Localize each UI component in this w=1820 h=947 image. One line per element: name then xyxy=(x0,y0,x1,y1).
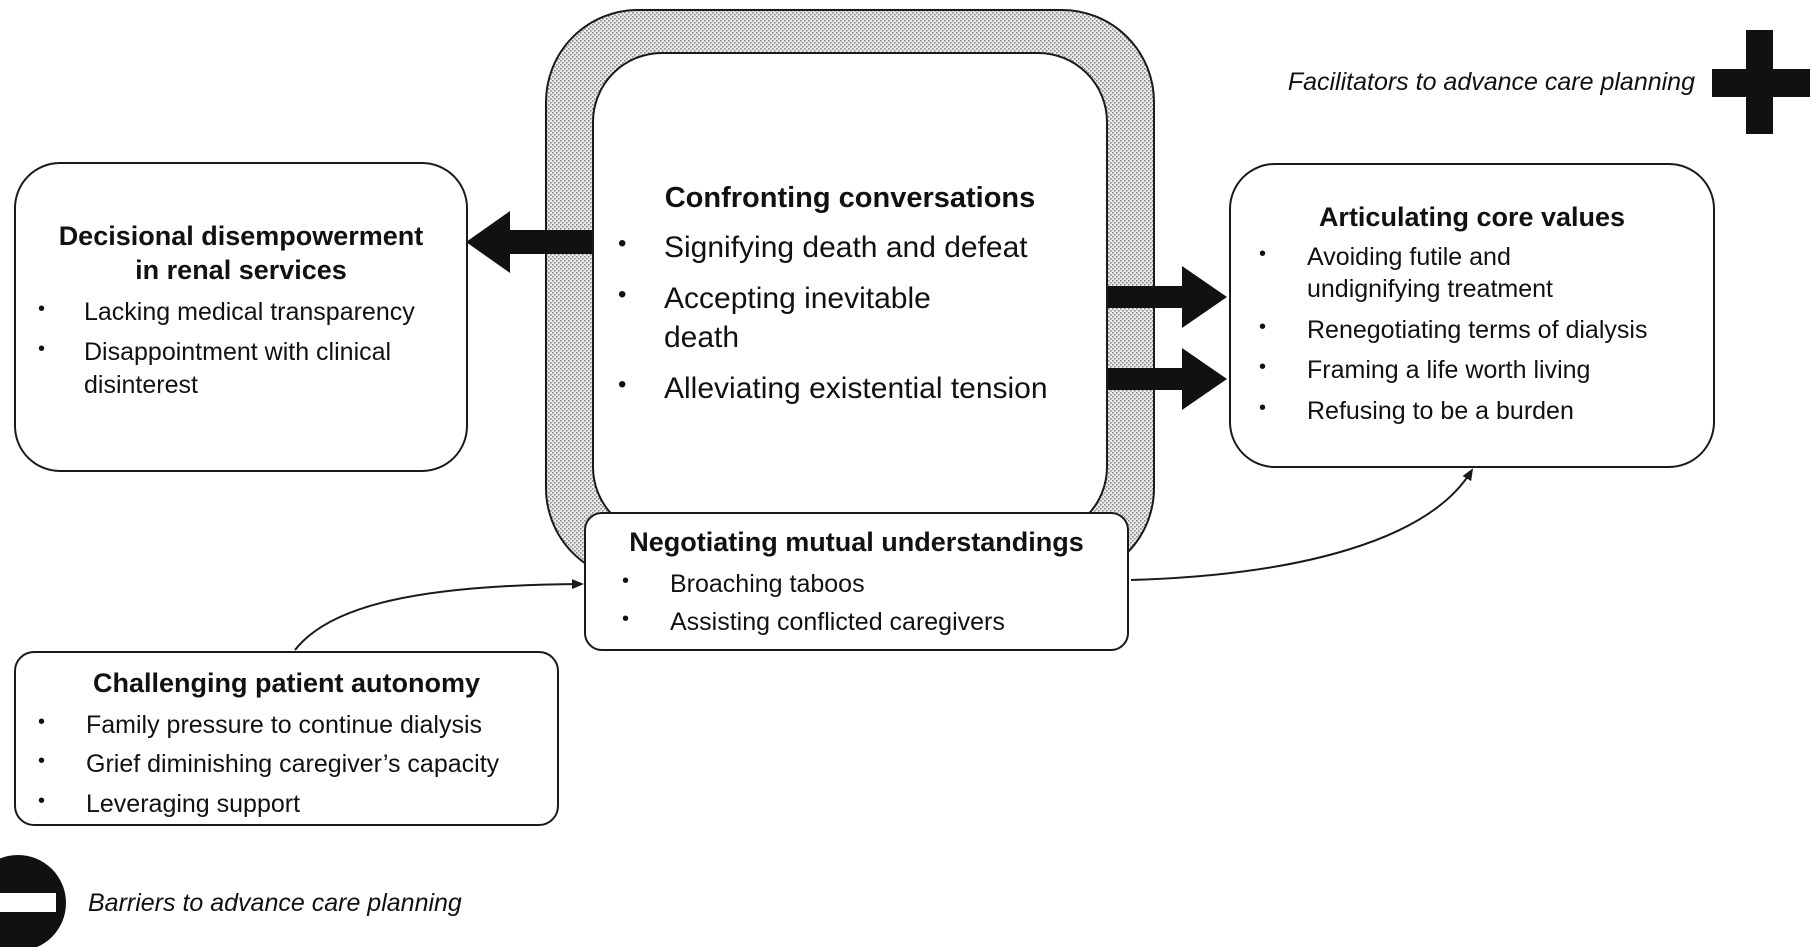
node-title: Challenging patient autonomy xyxy=(92,668,480,698)
node-challenging-patient-autonomy: Challenging patient autonomy Family pres… xyxy=(14,651,559,826)
arrow-to-articulating-lower xyxy=(1086,348,1227,410)
list-item: Assisting conflicted caregivers xyxy=(622,606,1127,639)
legend-facilitators-label: Facilitators to advance care planning xyxy=(1287,68,1695,96)
list-item: Disappointment with clinical disinterest xyxy=(38,336,466,401)
list-item: Alleviating existential tension xyxy=(618,369,1106,408)
node-title-line: in renal services xyxy=(135,254,347,285)
bullet-list: Avoiding futile and undignifying treatme… xyxy=(1231,241,1713,428)
legend-barriers-label: Barriers to advance care planning xyxy=(88,889,462,917)
node-articulating-core-values: Articulating core values Avoiding futile… xyxy=(1229,163,1715,468)
list-item: Lacking medical transparency xyxy=(38,296,466,329)
node-title: Decisional disempowerment in renal servi… xyxy=(16,164,466,288)
list-item: Framing a life worth living xyxy=(1259,354,1713,387)
list-item: Family pressure to continue dialysis xyxy=(38,709,557,742)
list-item: Broaching taboos xyxy=(622,568,1127,601)
node-title-line: Decisional disempowerment xyxy=(58,221,424,251)
list-item: Signifying death and defeat xyxy=(618,228,1106,267)
minus-circle-icon xyxy=(0,855,66,947)
list-item: Accepting inevitable death xyxy=(618,279,1106,357)
arrow-to-decisional xyxy=(466,211,604,273)
bullet-list: Broaching taboos Assisting conflicted ca… xyxy=(586,568,1127,639)
list-item: Refusing to be a burden xyxy=(1259,395,1713,428)
bullet-list: Lacking medical transparency Disappointm… xyxy=(16,296,466,402)
curve-challenging-to-negotiating xyxy=(294,579,584,651)
bullet-list: Family pressure to continue dialysis Gri… xyxy=(16,709,557,821)
node-title: Negotiating mutual understandings xyxy=(629,527,1084,557)
node-decisional-disempowerment: Decisional disempowerment in renal servi… xyxy=(14,162,468,472)
node-title: Confronting conversations xyxy=(664,182,1036,214)
list-item: Avoiding futile and undignifying treatme… xyxy=(1259,241,1713,306)
list-item: Renegotiating terms of dialysis xyxy=(1259,314,1713,347)
node-confronting-conversations: Confronting conversations Signifying dea… xyxy=(592,52,1108,537)
node-title: Articulating core values xyxy=(1318,202,1626,232)
bullet-list: Signifying death and defeat Accepting in… xyxy=(594,228,1106,408)
list-item: Leveraging support xyxy=(38,788,557,821)
plus-icon xyxy=(1712,30,1810,134)
node-negotiating-mutual-understandings: Negotiating mutual understandings Broach… xyxy=(584,512,1129,651)
arrow-to-articulating-upper xyxy=(1086,266,1227,328)
curve-negotiating-to-articulating xyxy=(1130,468,1474,581)
list-item: Grief diminishing caregiver’s capacity xyxy=(38,748,557,781)
